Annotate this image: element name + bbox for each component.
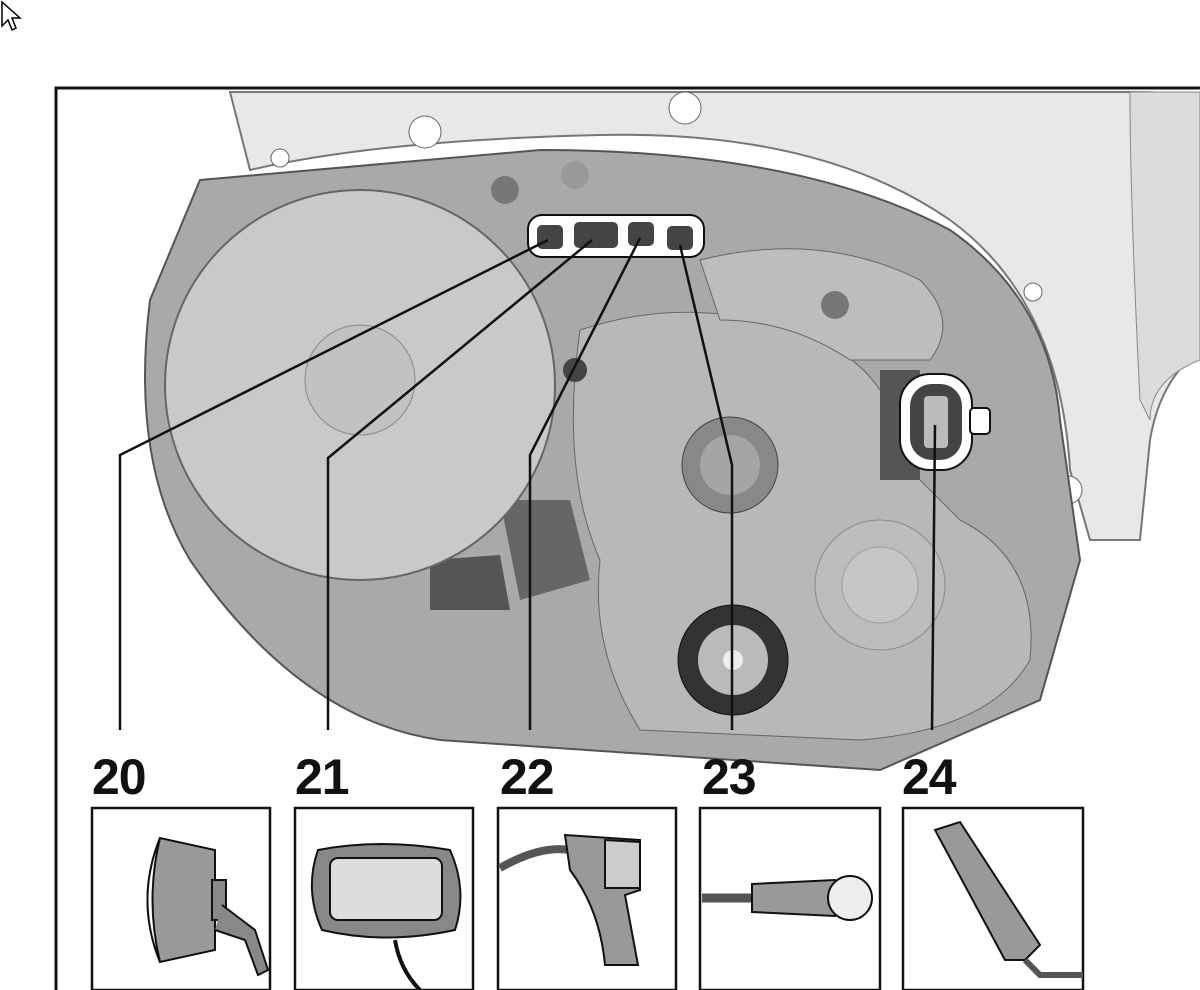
leader-line-23 bbox=[678, 244, 734, 730]
speed-sensor-icon bbox=[702, 875, 873, 921]
leader-lines bbox=[118, 237, 937, 731]
callout-label-21: 21 bbox=[295, 749, 350, 805]
display-icon bbox=[310, 843, 462, 990]
leader-line-22 bbox=[528, 237, 642, 730]
bike-frame-tube bbox=[228, 91, 1200, 541]
leader-line-24 bbox=[930, 424, 937, 731]
connector-24 bbox=[899, 373, 991, 471]
callout-label-23: 23 bbox=[702, 749, 757, 805]
callout-label-22: 22 bbox=[500, 749, 555, 805]
motor-housing bbox=[144, 148, 1082, 772]
leader-line-20 bbox=[118, 238, 549, 730]
callout-label-20: 20 bbox=[92, 749, 147, 805]
connector-block-20-23 bbox=[527, 214, 705, 258]
leader-line-21 bbox=[326, 239, 593, 730]
headlight-icon bbox=[146, 836, 270, 977]
callout-label-24: 24 bbox=[902, 749, 957, 805]
battery-icon bbox=[933, 820, 1083, 978]
rear-light-sensor-icon bbox=[498, 833, 641, 966]
mouse-cursor-icon bbox=[1, 0, 22, 32]
